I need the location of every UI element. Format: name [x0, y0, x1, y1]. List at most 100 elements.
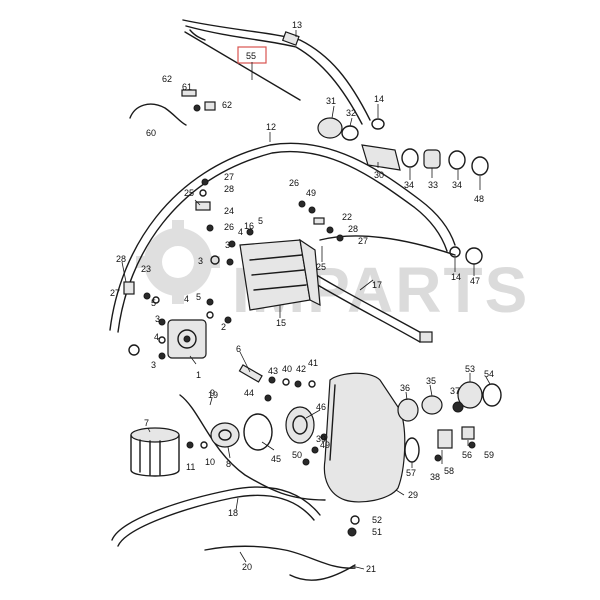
callout-11: 11 — [186, 462, 195, 472]
hose-12 — [109, 142, 456, 331]
line-20 — [204, 545, 356, 569]
clamp-14b — [449, 246, 461, 258]
callout-29: 29 — [408, 490, 418, 500]
filler-neck-30 — [361, 144, 401, 171]
callout-49a: 49 — [306, 188, 316, 198]
callout-22: 22 — [342, 212, 352, 222]
clamp-34b — [448, 150, 466, 170]
strainer-46-inner — [292, 415, 308, 435]
callout-54: 54 — [484, 369, 494, 379]
hose-18 — [111, 486, 321, 541]
callout-7: 7 — [144, 418, 149, 428]
callout-60: 60 — [146, 128, 156, 138]
callout-5c: 5 — [151, 298, 156, 308]
callout-32: 32 — [346, 108, 356, 118]
callout-19: 19 — [208, 390, 218, 400]
filter-mount-8 — [210, 422, 240, 448]
part-35 — [421, 395, 443, 415]
callout-37: 37 — [450, 386, 460, 396]
callout-23: 23 — [141, 264, 151, 274]
strainer-46 — [285, 406, 315, 444]
callout-5b: 5 — [196, 292, 201, 302]
callout-33: 33 — [428, 180, 438, 190]
callout-25a: 25 — [184, 188, 194, 198]
callout-17: 17 — [372, 280, 382, 290]
callout-1: 1 — [196, 370, 201, 380]
hose-17-end — [419, 331, 433, 343]
callout-52: 52 — [372, 515, 382, 525]
callout-62b: 62 — [222, 100, 232, 110]
callout-51: 51 — [372, 527, 382, 537]
callout-3d: 3 — [151, 360, 156, 370]
hose-13-clamp — [281, 31, 300, 46]
callout-43: 43 — [268, 366, 278, 376]
callout-18: 18 — [228, 508, 238, 518]
callout-44: 44 — [244, 388, 254, 398]
cap-31 — [317, 117, 343, 139]
callout-20: 20 — [242, 562, 252, 572]
callout-58: 58 — [444, 466, 454, 476]
callout-56: 56 — [462, 450, 472, 460]
ring-54 — [482, 383, 502, 407]
callout-26b: 26 — [289, 178, 299, 188]
callout-4a: 4 — [238, 227, 243, 237]
callout-57: 57 — [406, 468, 416, 478]
callout-45: 45 — [271, 454, 281, 464]
line-21 — [289, 564, 356, 581]
dipstick-55 — [184, 31, 301, 101]
callout-27b: 27 — [110, 288, 120, 298]
callout-61: 61 — [182, 82, 192, 92]
callout-36: 36 — [400, 383, 410, 393]
callout-3c: 3 — [155, 314, 160, 324]
callout-15: 15 — [276, 318, 286, 328]
callout-5a: 5 — [258, 216, 263, 226]
callout-27c: 27 — [358, 236, 368, 246]
callout-labels: 1 2 3 3 3 3 4 4 4 5 5 5 6 7 8 9 10 11 12… — [110, 20, 494, 574]
callout-34a: 34 — [404, 180, 414, 190]
callout-28b: 28 — [116, 254, 126, 264]
callout-39: 39 — [316, 434, 326, 444]
hose-19 — [179, 394, 326, 501]
callout-48: 48 — [474, 194, 484, 204]
callout-47: 47 — [470, 276, 480, 286]
dipstick-55-handle — [189, 29, 206, 41]
sleeve-33 — [423, 149, 441, 169]
callout-4c: 4 — [154, 332, 159, 342]
callout-53: 53 — [465, 364, 475, 374]
callout-16: 16 — [244, 221, 254, 231]
callout-31: 31 — [326, 96, 336, 106]
gasket-45 — [243, 413, 273, 451]
callout-6: 6 — [236, 344, 241, 354]
hose-13 — [182, 19, 371, 121]
part-56 — [461, 426, 475, 440]
oil-cooler-15 — [239, 238, 321, 311]
oil-tank-29 — [323, 372, 406, 503]
callout-55: 55 — [246, 51, 256, 61]
callout-10: 10 — [205, 457, 215, 467]
callout-28a: 28 — [224, 184, 234, 194]
bolt-37 — [452, 401, 464, 413]
callout-14b: 14 — [451, 272, 461, 282]
callout-62a: 62 — [162, 74, 172, 84]
callout-2: 2 — [221, 322, 226, 332]
callout-24: 24 — [224, 206, 234, 216]
callout-3a: 3 — [225, 240, 230, 250]
ring-32 — [341, 125, 359, 141]
callout-34b: 34 — [452, 180, 462, 190]
callout-26a: 26 — [224, 222, 234, 232]
callout-42: 42 — [296, 364, 306, 374]
callout-38: 38 — [430, 472, 440, 482]
part-38-sensor — [437, 429, 453, 449]
callout-25b: 25 — [316, 262, 326, 272]
ring-48 — [471, 156, 489, 176]
callout-9: 9 — [210, 388, 215, 398]
callout-30: 30 — [374, 170, 384, 180]
clamp-14a — [371, 118, 385, 130]
oil-filter-7 — [130, 427, 180, 477]
callout-27a: 27 — [224, 172, 234, 182]
callout-50: 50 — [292, 450, 302, 460]
callout-8: 8 — [226, 459, 231, 469]
callout-46: 46 — [316, 402, 326, 412]
callout-40: 40 — [282, 364, 292, 374]
